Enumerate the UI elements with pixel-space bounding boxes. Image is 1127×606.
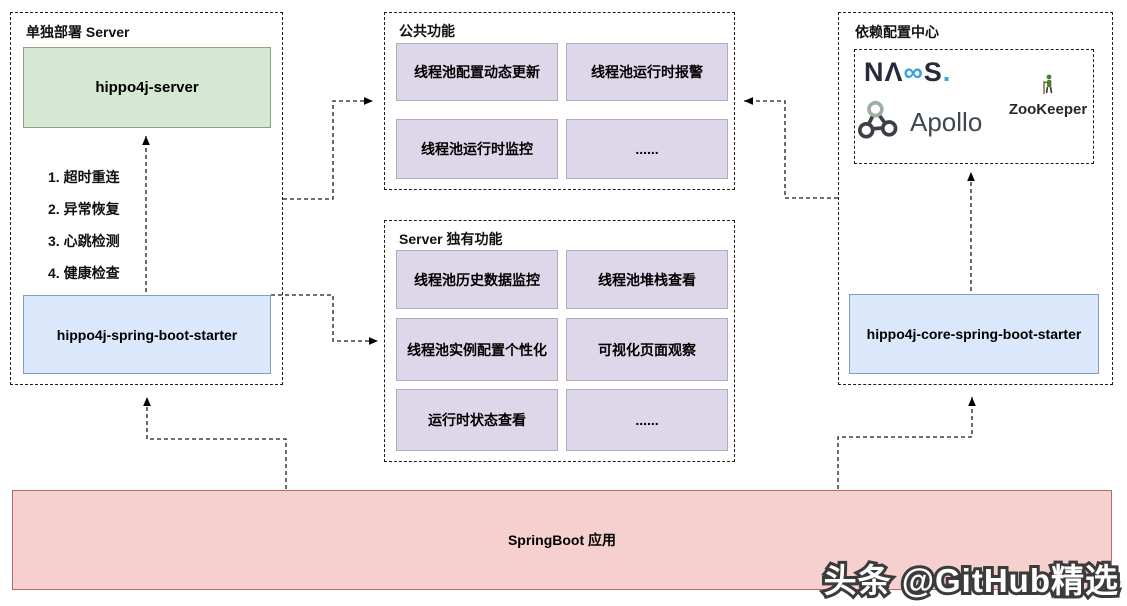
feature-node: 线程池运行时监控 [396,119,558,179]
feature-item: 1. 超时重连 [48,169,120,185]
feature-node: 线程池实例配置个性化 [396,318,558,381]
common-features-panel: 公共功能 线程池配置动态更新 线程池运行时报警 线程池运行时监控 ...... [384,12,735,190]
nacos-letter: Λ [884,57,904,87]
feature-node: ...... [566,389,728,451]
zookeeper-label: ZooKeeper [1008,101,1088,118]
feature-node: 线程池历史数据监控 [396,250,558,309]
hippo4j-server-node: hippo4j-server [23,47,271,128]
feature-node: ...... [566,119,728,179]
springboot-app-node: SpringBoot 应用 [12,490,1112,590]
server-only-features-panel: Server 独有功能 线程池历史数据监控 线程池堆栈查看 线程池实例配置个性化… [384,220,735,462]
standalone-server-panel: 单独部署 Server hippo4j-server 1. 超时重连 2. 异常… [10,12,283,385]
registry-logos-box [854,49,1094,164]
watermark-text: 头条 @GitHub精选 [821,559,1121,602]
server-feature-list: 1. 超时重连 2. 异常恢复 3. 心跳检测 4. 健康检查 [48,161,120,289]
nacos-letter: . [942,57,952,87]
apollo-logo-icon [858,100,898,139]
config-center-panel-title: 依赖配置中心 [855,24,939,40]
arrow-config-to-common [744,97,838,199]
zookeeper-logo: ZooKeeper [1002,74,1094,118]
common-features-panel-title: 公共功能 [399,23,455,39]
hippo4j-spring-boot-starter-node: hippo4j-spring-boot-starter [23,295,271,374]
apollo-label: Apollo [910,106,983,137]
feature-node: 运行时状态查看 [396,389,558,451]
standalone-server-panel-title: 单独部署 Server [26,24,130,40]
server-only-features-panel-title: Server 独有功能 [399,231,503,247]
nacos-letter: N [864,57,885,87]
zookeeper-icon [1042,74,1052,94]
hippo4j-core-spring-boot-starter-node: hippo4j-core-spring-boot-starter [849,294,1099,374]
nacos-infinity-icon: ∞ [903,57,924,87]
apollo-logo: Apollo [858,100,982,144]
feature-item: 2. 异常恢复 [48,201,120,217]
feature-node: 线程池运行时报警 [566,43,728,101]
nacos-letter: S [923,57,943,87]
feature-node: 线程池堆栈查看 [566,250,728,309]
feature-item: 4. 健康检查 [48,265,120,281]
nacos-logo-icon: NΛ∞S. [864,57,951,88]
arrow-springboot-to-left [143,397,287,489]
config-center-panel: 依赖配置中心 hippo4j-core-spring-boot-starter [838,12,1113,385]
arrow-springboot-to-right [837,397,976,489]
feature-node: 可视化页面观察 [566,318,728,381]
feature-node: 线程池配置动态更新 [396,43,558,101]
arrow-starter-to-serverfeatures [271,294,378,345]
arrow-left-to-common [283,97,373,200]
feature-item: 3. 心跳检测 [48,233,120,249]
